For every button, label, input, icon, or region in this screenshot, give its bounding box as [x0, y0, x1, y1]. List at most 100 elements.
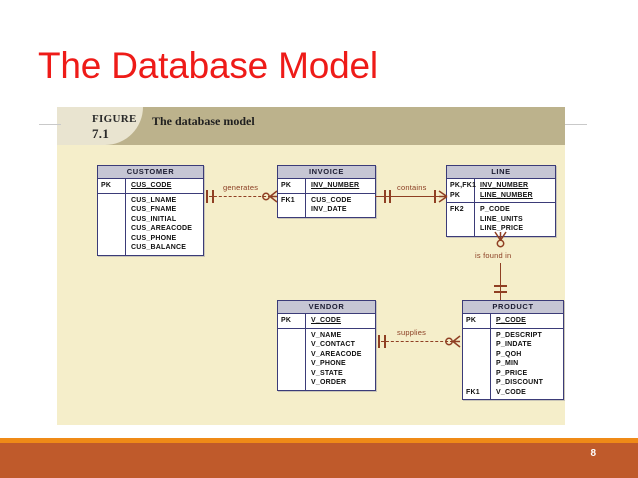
entity-product-pk-section: PK P_CODE	[463, 314, 563, 329]
relationship-generates-tick-mandatory	[212, 190, 214, 203]
relationship-isfoundin-label: is found in	[475, 251, 512, 260]
entity-vendor-title: VENDOR	[278, 301, 375, 314]
relationship-generates-line	[209, 196, 271, 197]
relationship-generates-crowfoot-icon	[262, 189, 278, 204]
entity-vendor-pk-key: PK	[281, 317, 292, 324]
entity-line-pk-attr: INV_NUMBER	[480, 182, 529, 189]
entity-vendor-attr: V_STATE	[311, 369, 343, 377]
entity-vendor-attr-section: V_NAME V_CONTACT V_AREACODE V_PHONE V_ST…	[278, 328, 375, 390]
entity-customer-attr: CUS_LNAME	[131, 196, 177, 204]
entity-line: LINE PK,FK1 PK INV_NUMBER LINE_NUMBER FK…	[446, 165, 556, 237]
entity-product-pk-key: PK	[466, 317, 477, 324]
entity-product-key-spacer	[466, 350, 490, 360]
entity-product-key-spacer	[466, 369, 490, 379]
entity-product-attr: P_QOH	[496, 350, 522, 358]
relationship-supplies-tick-one	[378, 335, 380, 348]
figure-rule-right	[565, 124, 587, 125]
entity-customer-attr: CUS_FNAME	[131, 206, 177, 213]
footer-band	[0, 443, 638, 478]
relationship-isfoundin-crowfoot-icon	[493, 231, 508, 248]
figure-header: FIGURE 7.1 The database model	[57, 107, 565, 145]
entity-line-pk-section: PK,FK1 PK INV_NUMBER LINE_NUMBER	[447, 179, 555, 203]
entity-customer-attr: CUS_INITIAL	[131, 215, 177, 223]
relationship-contains-line	[375, 196, 440, 197]
figure-rule-left	[39, 124, 61, 125]
entity-invoice-title: INVOICE	[278, 166, 375, 179]
entity-vendor-key-spacer	[281, 331, 305, 341]
entity-product-attr: P_INDATE	[496, 341, 532, 348]
entity-product: PRODUCT PK P_CODE	[462, 300, 564, 400]
relationship-generates-tick-one	[206, 190, 208, 203]
figure-label-number: 7.1	[92, 126, 110, 141]
relationship-isfoundin-line	[500, 263, 501, 300]
entity-invoice-attr: CUS_CODE	[311, 196, 352, 204]
entity-product-key-spacer	[466, 340, 490, 350]
entity-invoice-pk-attr: INV_NUMBER	[311, 182, 360, 189]
entity-product-key-spacer	[466, 378, 490, 388]
entity-customer-pk-section: PK CUS_CODE	[98, 179, 203, 194]
relationship-isfoundin-tick-mandatory	[494, 291, 507, 293]
entity-vendor: VENDOR PK V_CODE V_NAME V_CONTACT	[277, 300, 376, 391]
entity-product-key-spacer	[466, 331, 490, 341]
entity-invoice: INVOICE PK INV_NUMBER FK1 CUS_CODE I	[277, 165, 376, 218]
entity-customer-key-spacer	[101, 196, 125, 206]
entity-customer-attr: CUS_PHONE	[131, 234, 177, 242]
entity-invoice-pk-section: PK INV_NUMBER	[278, 179, 375, 194]
entity-product-pk-attr: P_CODE	[496, 317, 526, 324]
entity-line-title: LINE	[447, 166, 555, 179]
entity-product-title: PRODUCT	[463, 301, 563, 314]
entity-customer: CUSTOMER PK CUS_CODE CUS_LNAME CUS	[97, 165, 204, 256]
entity-customer-pk-attr: CUS_CODE	[131, 182, 172, 189]
entity-invoice-fk-key: FK1	[281, 196, 295, 204]
entity-customer-attr: CUS_AREACODE	[131, 225, 193, 232]
entity-product-attr: P_PRICE	[496, 369, 528, 377]
relationship-contains-tick-mandatory	[389, 190, 391, 203]
entity-line-pk-key: PK,FK1	[450, 182, 477, 189]
footer-stripe	[0, 438, 638, 443]
entity-line-attr: LINE_UNITS	[480, 215, 523, 223]
entity-vendor-attr: V_AREACODE	[311, 350, 362, 358]
entity-line-fk-key: FK2	[450, 206, 464, 213]
entity-vendor-attr: V_CONTACT	[311, 341, 356, 348]
entity-line-attr: P_CODE	[480, 206, 510, 213]
entity-invoice-attr: INV_DATE	[311, 206, 347, 213]
entity-product-attr: P_DESCRIPT	[496, 331, 542, 339]
relationship-supplies-tick-mandatory	[384, 335, 386, 348]
relationship-supplies-label: supplies	[397, 328, 427, 337]
entity-invoice-attr-section: FK1 CUS_CODE INV_DATE	[278, 193, 375, 217]
figure-panel: FIGURE 7.1 The database model CUSTOMER P…	[39, 107, 587, 425]
relationship-contains-tick-one	[384, 190, 386, 203]
entity-product-attr: V_CODE	[496, 388, 526, 396]
relationship-isfoundin-tick-one	[494, 285, 507, 287]
entity-customer-attr: CUS_BALANCE	[131, 244, 187, 251]
entity-vendor-attr: V_ORDER	[311, 379, 347, 386]
entity-line-attr-section: FK2 P_CODE LINE_UNITS LINE_PRICE	[447, 203, 555, 236]
relationship-contains-crowfoot-icon	[438, 189, 448, 204]
entity-product-attr: P_DISCOUNT	[496, 379, 544, 386]
page-number: 8	[590, 448, 596, 459]
entity-invoice-pk-key: PK	[281, 182, 292, 189]
entity-product-attr: P_MIN	[496, 360, 519, 367]
relationship-supplies-line	[381, 341, 453, 342]
entity-customer-attr-section: CUS_LNAME CUS_FNAME CUS_INITIAL CUS_AREA…	[98, 193, 203, 255]
relationship-supplies-crowfoot-icon	[445, 334, 461, 349]
figure-caption: The database model	[152, 114, 255, 128]
entity-vendor-pk-section: PK V_CODE	[278, 314, 375, 329]
figure-body: CUSTOMER PK CUS_CODE CUS_LNAME CUS	[57, 145, 565, 425]
relationship-contains-label: contains	[397, 183, 427, 192]
entity-line-pk-key: PK	[450, 191, 461, 199]
figure-label: FIGURE 7.1	[92, 112, 137, 141]
entity-line-attr: LINE_PRICE	[480, 225, 524, 232]
entity-line-pk-attr: LINE_NUMBER	[480, 191, 533, 199]
entity-product-fk-key: FK1	[466, 388, 480, 396]
entity-product-attr-section: FK1 P_DESCRIPT P_INDATE P_QOH P_MIN P_PR…	[463, 328, 563, 399]
entity-vendor-pk-attr: V_CODE	[311, 317, 341, 324]
relationship-contains-tick-far	[434, 190, 436, 203]
relationship-generates-label: generates	[223, 183, 259, 192]
entity-vendor-attr: V_NAME	[311, 331, 342, 339]
figure-label-word: FIGURE	[92, 113, 137, 125]
page-title: The Database Model	[38, 45, 378, 86]
entity-customer-title: CUSTOMER	[98, 166, 203, 179]
entity-customer-pk-key: PK	[101, 182, 112, 189]
